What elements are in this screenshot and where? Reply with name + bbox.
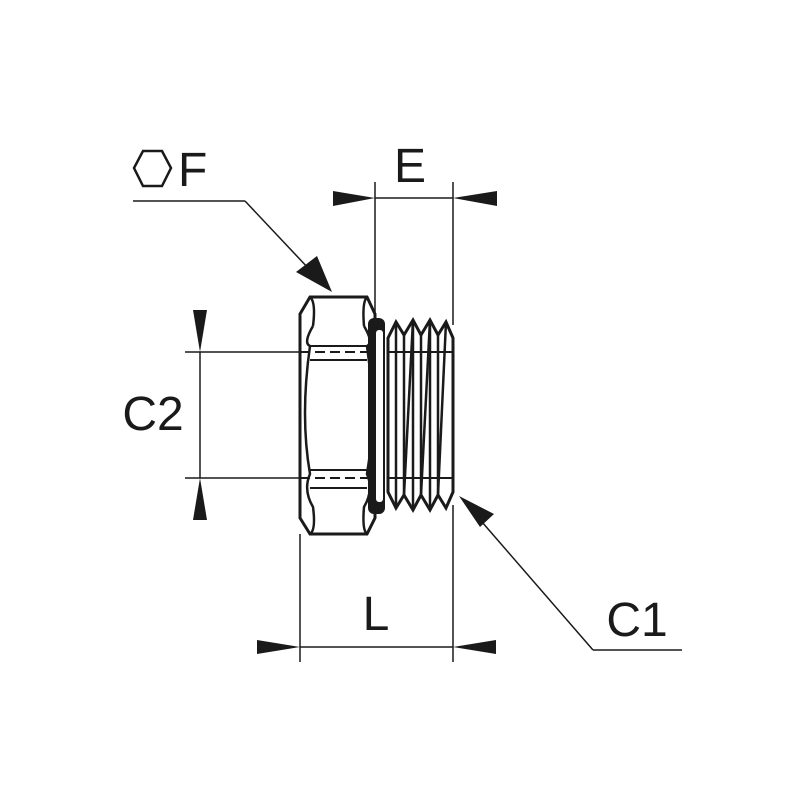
c2-arrow-bottom xyxy=(193,478,207,520)
thread-c1-label: C1 xyxy=(606,594,667,647)
e-arrow-left xyxy=(333,191,375,206)
dimension-c2-label: C2 xyxy=(122,388,183,441)
e-arrow-right xyxy=(453,191,497,206)
seal-collar xyxy=(368,318,385,514)
c2-arrow-top xyxy=(193,310,207,352)
dimension-l: L xyxy=(257,505,496,662)
dimension-e-label: E xyxy=(394,140,426,193)
hexagon-icon xyxy=(132,149,173,188)
thread-c1-callout: C1 xyxy=(459,496,682,651)
l-arrow-right xyxy=(453,640,496,654)
hex-f-callout: F xyxy=(132,144,332,292)
dimension-c2: C2 xyxy=(122,310,300,520)
threaded-section xyxy=(386,316,455,514)
hex-leader-arrow xyxy=(296,256,332,292)
hex-size-label: F xyxy=(178,144,207,197)
l-arrow-left xyxy=(257,640,300,654)
c1-leader-arrow xyxy=(459,496,494,527)
dimension-l-label: L xyxy=(363,588,390,641)
dimension-e: E xyxy=(333,140,497,325)
